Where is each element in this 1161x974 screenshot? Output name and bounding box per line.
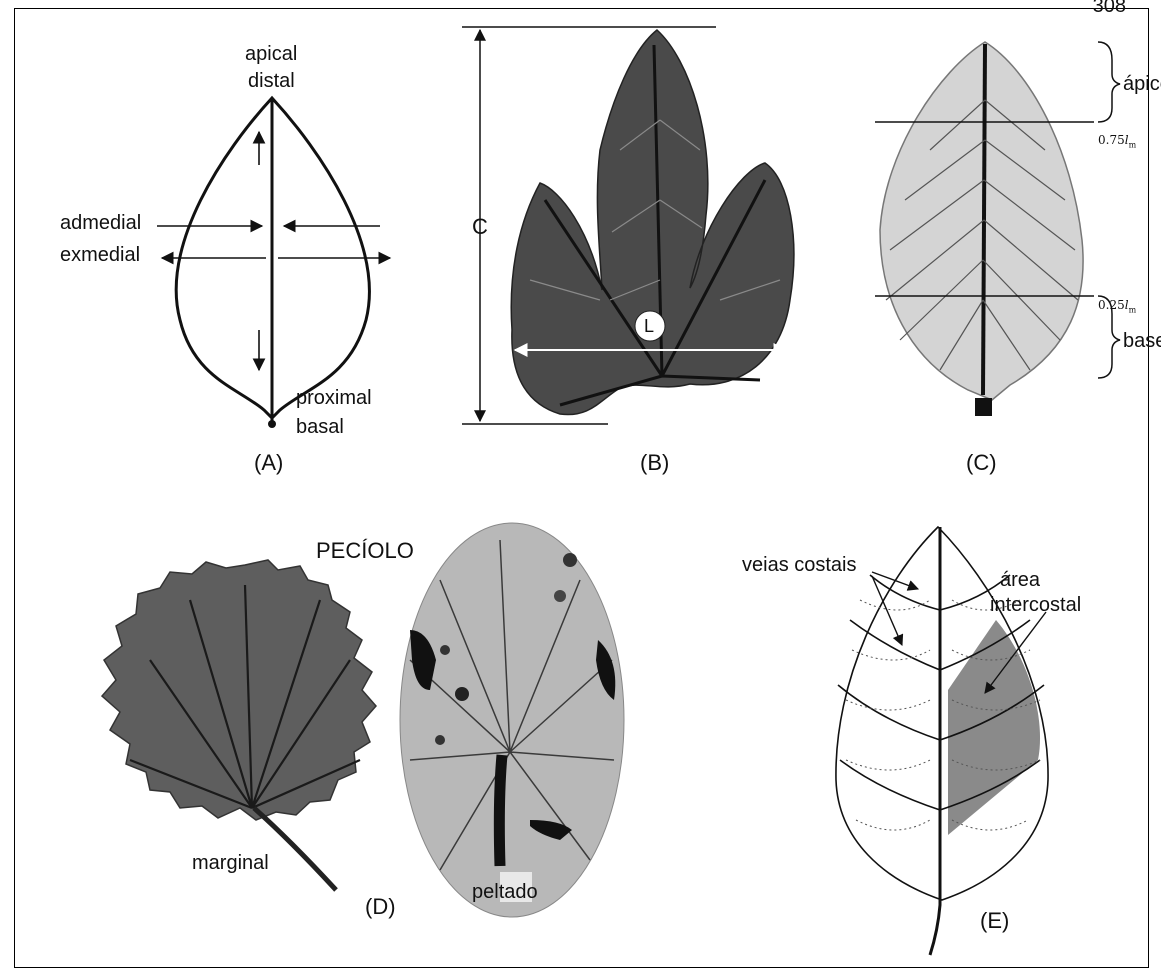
panel-e-tag: (E) [980,910,1009,932]
panel-c-leaf-photo [875,42,1120,416]
panel-d-peltate-leaf-photo [400,523,624,917]
label-length-c: C [472,216,488,238]
label-width-l: L [644,317,654,335]
panel-a-tag: (A) [254,452,283,474]
panel-d-marginal-leaf-photo [102,560,376,890]
label-base: base [1123,331,1161,351]
label-peltado: peltado [472,882,538,902]
label-lower-fraction: 0.25lm [1098,299,1136,314]
label-basal: basal [296,417,344,437]
label-apice: ápice [1123,74,1161,94]
label-upper-fraction: 0.75lm [1098,134,1136,149]
label-marginal: marginal [192,853,269,873]
label-apical: apical [245,44,297,64]
label-peciolo: PECÍOLO [316,540,414,562]
panel-e-venation-drawing [836,527,1048,955]
label-exmedial: exmedial [60,245,140,265]
label-admedial: admedial [60,213,141,233]
label-proximal: proximal [296,388,372,408]
label-distal: distal [248,71,295,91]
panel-b-leaf-photo [462,27,794,424]
panel-b-tag: (B) [640,452,669,474]
label-area: área [1000,570,1040,590]
label-intercostal: intercostal [990,595,1081,615]
panel-c-tag: (C) [966,452,997,474]
label-veias-costais: veias costais [742,555,857,575]
panel-a-leaf-outline [157,98,390,428]
panel-d-tag: (D) [365,896,396,918]
